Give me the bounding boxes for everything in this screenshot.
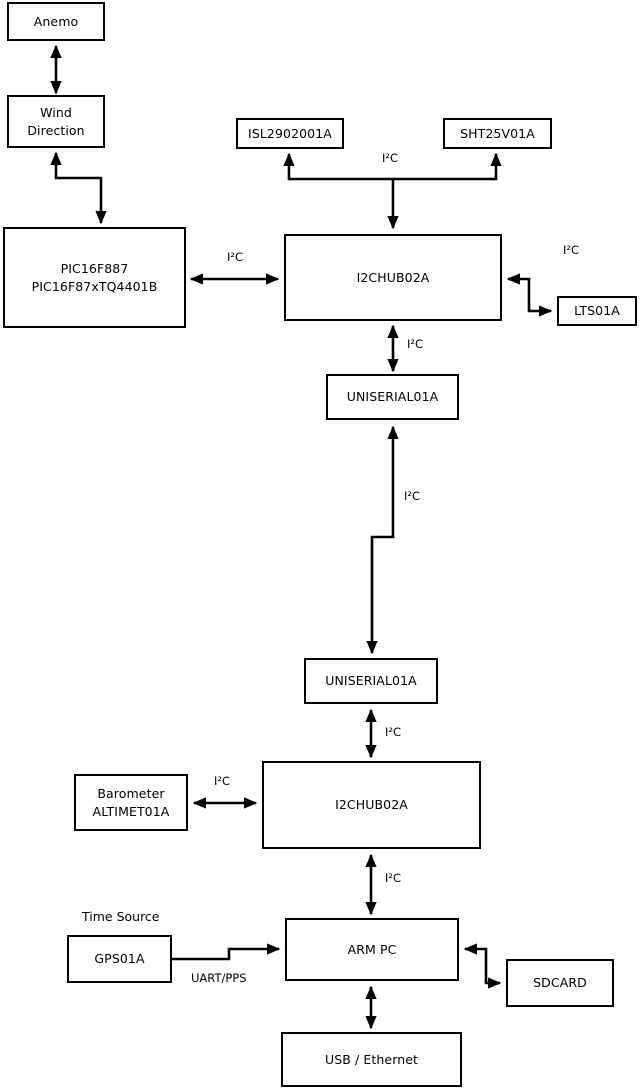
edge-label-hub-lts: I²C: [563, 243, 580, 257]
edge-label-pic-hub: I²C: [227, 250, 244, 264]
wire-armpc-sdcard: [463, 943, 502, 989]
wire-hubtop-lts: [506, 273, 553, 317]
node-i2chub02a-bottom-label: I2CHUB02A: [335, 797, 408, 813]
node-sht25v01a-label: SHT25V01A: [460, 125, 535, 141]
wire-uniserial-link: [366, 425, 399, 655]
node-uniserial01a-lower[interactable]: UNISERIAL01A: [304, 658, 438, 704]
node-sht25v01a[interactable]: SHT25V01A: [443, 118, 552, 149]
wire-hubtop-bus-right: [393, 152, 502, 181]
node-i2chub02a-top-label: I2CHUB02A: [356, 269, 430, 285]
node-uniserial01a-upper[interactable]: UNISERIAL01A: [326, 374, 459, 420]
edge-label-barometer-hub: I²C: [214, 774, 231, 788]
node-wind-direction[interactable]: Wind Direction: [7, 95, 105, 148]
node-isl2902001a[interactable]: ISL2902001A: [236, 118, 344, 149]
node-pic-mcu[interactable]: PIC16F887 PIC16F87xTQ4401B: [3, 227, 186, 328]
node-i2chub02a-bottom[interactable]: I2CHUB02A: [262, 761, 481, 849]
label-time-source: Time Source: [82, 909, 160, 924]
edge-label-hub-sensors: I²C: [382, 151, 399, 165]
edge-label-gps-armpc: UART/PPS: [191, 971, 247, 985]
node-usb-ethernet-label: USB / Ethernet: [324, 1051, 419, 1067]
node-lts01a[interactable]: LTS01A: [557, 296, 637, 326]
wire-pic-wind: [50, 151, 107, 225]
node-anemo[interactable]: Anemo: [7, 2, 105, 41]
node-pic-mcu-label: PIC16F887 PIC16F87xTQ4401B: [31, 261, 158, 294]
node-barometer-altimet01a[interactable]: Barometer ALTIMET01A: [74, 774, 188, 831]
wire-gps-armpc: [172, 943, 281, 961]
edge-label-hub-uniserial-upper: I²C: [407, 337, 424, 351]
node-isl2902001a-label: ISL2902001A: [248, 125, 332, 141]
node-lts01a-label: LTS01A: [574, 303, 620, 319]
node-gps01a-label: GPS01A: [94, 951, 145, 967]
node-wind-direction-label: Wind Direction: [27, 105, 85, 138]
node-uniserial01a-upper-label: UNISERIAL01A: [346, 389, 439, 405]
node-sdcard[interactable]: SDCARD: [506, 959, 614, 1007]
node-uniserial01a-lower-label: UNISERIAL01A: [325, 673, 417, 689]
node-arm-pc[interactable]: ARM PC: [285, 918, 459, 981]
node-usb-ethernet[interactable]: USB / Ethernet: [281, 1032, 462, 1087]
edge-label-hub-armpc: I²C: [385, 871, 402, 885]
node-arm-pc-label: ARM PC: [347, 941, 397, 957]
node-i2chub02a-top[interactable]: I2CHUB02A: [284, 234, 502, 321]
wire-hubtop-bus-left: [283, 152, 399, 230]
node-anemo-label: Anemo: [33, 13, 79, 29]
node-gps01a[interactable]: GPS01A: [67, 935, 172, 983]
node-sdcard-label: SDCARD: [533, 975, 587, 991]
node-barometer-altimet01a-label: Barometer ALTIMET01A: [92, 786, 170, 819]
edge-label-uniserial-lower-hub: I²C: [385, 725, 402, 739]
edge-label-uniserial-link: I²C: [404, 489, 421, 503]
